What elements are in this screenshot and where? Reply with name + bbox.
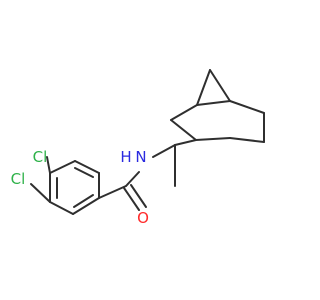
bond [74,160,100,174]
bond [49,160,76,174]
bond [46,156,51,174]
molecule-drawing: Cl Cl N H O [11,69,265,227]
bond [152,144,176,158]
atom-label-h: H [120,148,131,166]
double-bond [130,184,147,208]
aromatic-inner-bond [73,194,94,208]
aromatic-inner-bond [74,167,94,178]
atom-label-o: O [137,209,149,227]
bond [174,139,197,146]
bond [229,137,265,143]
bond [30,183,51,203]
atom-label-cl-2: Cl [11,170,26,188]
bond [229,100,265,114]
hydrogen-label: H [120,148,131,166]
nitrogen-label: N [135,148,146,166]
bond [170,104,198,121]
bond [98,185,127,199]
structure-diagram: Cl Cl N H O [10,69,265,227]
bond [170,119,197,141]
bond [196,100,231,106]
bond [49,201,74,215]
bond [209,69,231,102]
bond [72,197,100,215]
double-bond [123,187,140,211]
chlorine-label: Cl [11,170,26,188]
oxygen-label: O [137,209,149,227]
atom-label-cl-1: Cl [33,148,48,166]
atom-label-n: N [135,148,146,166]
bond [195,137,231,141]
chlorine-label: Cl [33,148,48,166]
bond [196,69,211,106]
bond [125,171,140,187]
